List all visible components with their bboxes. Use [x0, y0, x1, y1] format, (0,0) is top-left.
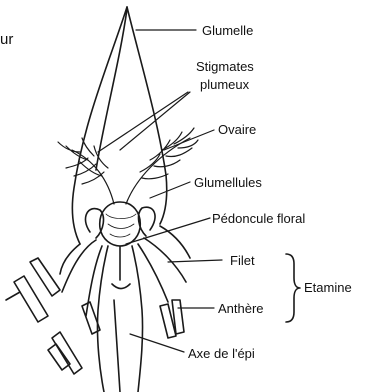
label-glumellules: Glumellules [194, 175, 262, 190]
label-pedoncule-floral: Pédoncule floral [212, 211, 305, 226]
partial-text: ur [0, 31, 13, 48]
label-ovaire: Ovaire [218, 122, 256, 137]
label-glumelle: Glumelle [202, 23, 253, 38]
label-axe-epi: Axe de l'épi [188, 346, 255, 361]
label-plumeux: plumeux [200, 77, 250, 92]
label-etamine: Etamine [304, 280, 352, 295]
label-filet: Filet [230, 253, 255, 268]
label-anthere: Anthère [218, 301, 264, 316]
label-stigmates: Stigmates [196, 59, 254, 74]
